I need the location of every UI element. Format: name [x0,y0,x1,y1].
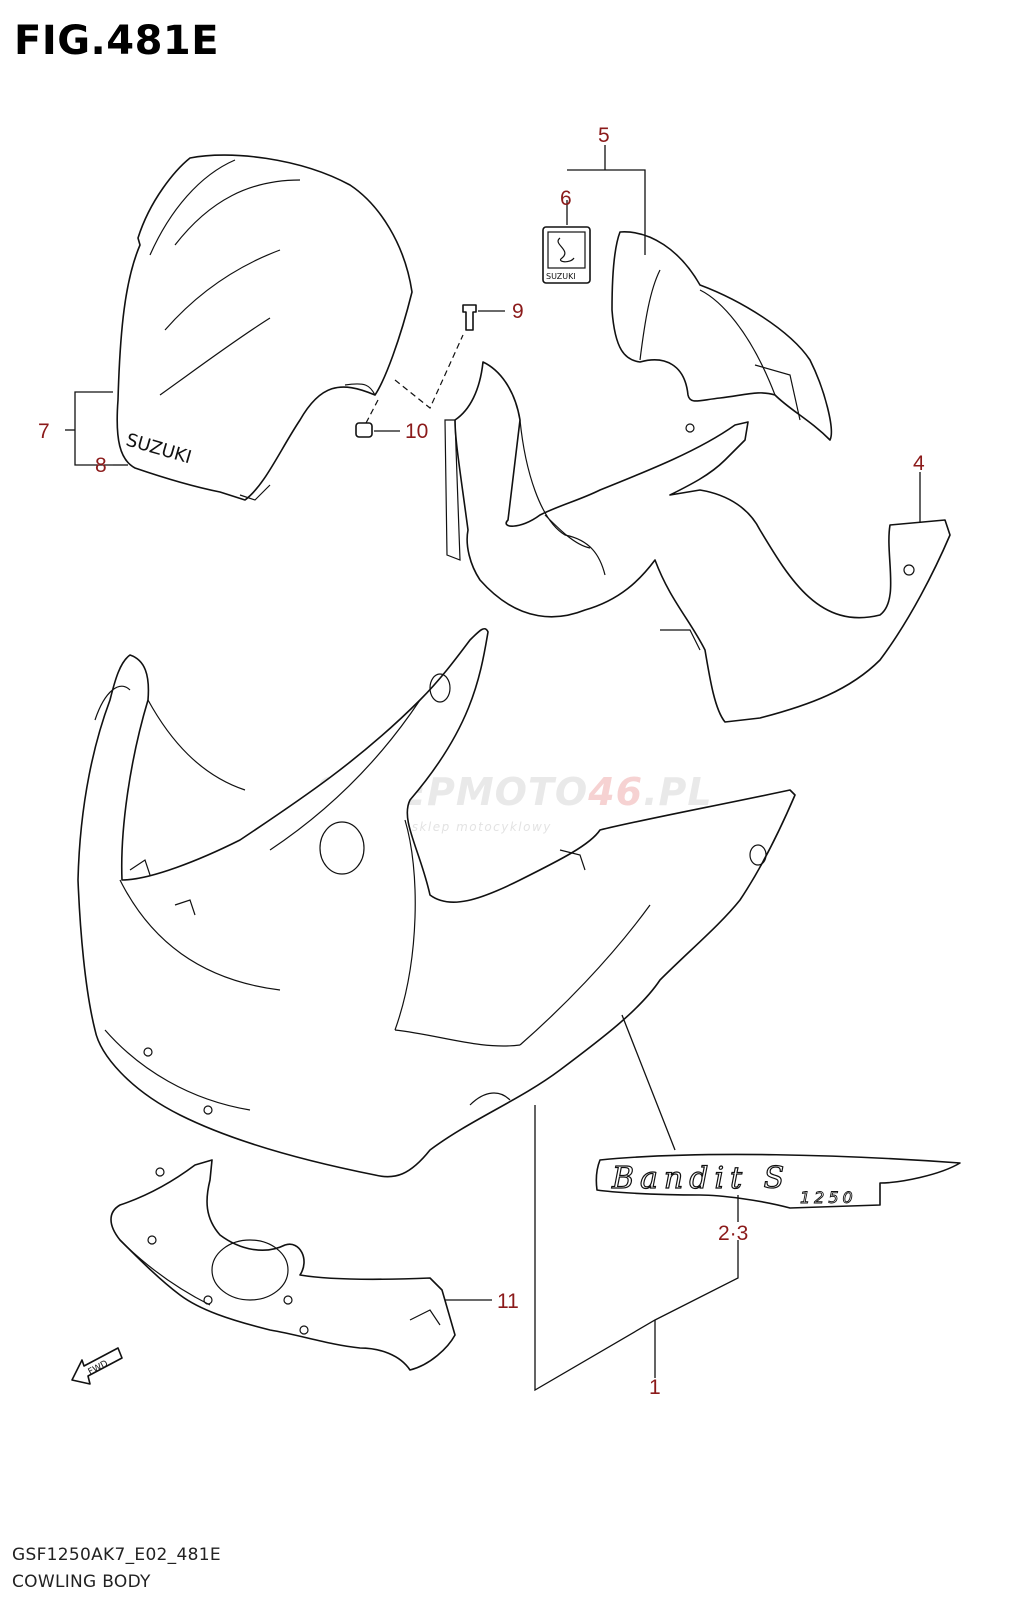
part-labels: 5 6 9 7 10 8 4 2·3 11 1 [38,124,925,1399]
lower-bracket-11 [110,1159,456,1371]
badge-6: SUZUKI [542,226,591,284]
emblem-script: Bandit S [611,1161,790,1196]
cowling-body-1 [77,628,796,1178]
model-code: GSF1250AK7_E02_481E [12,1545,221,1565]
leader-lines [65,145,921,1392]
windscreen-part: SUZUKI [116,154,413,501]
emblem-number: 1250 [800,1188,857,1207]
part-label-11: 11 [497,1290,519,1313]
fwd-text: FWD [87,1359,110,1378]
inner-panel-4 [444,361,951,723]
figure-title: FIG.481E [14,18,220,64]
part-label-8: 8 [95,454,107,477]
part-label-9: 9 [512,300,524,323]
part-label-6: 6 [560,187,572,210]
badge-text: SUZUKI [546,272,576,281]
fwd-arrow: FWD [71,1347,123,1385]
part-label-10: 10 [405,420,428,443]
inner-panel-5 [611,231,833,441]
part-label-7: 7 [38,420,50,443]
nut-10 [355,422,400,438]
bandit-emblem: Bandit S 1250 [595,1153,961,1209]
part-label-2-3: 2·3 [718,1222,748,1245]
part-label-1: 1 [649,1376,661,1399]
part-label-4: 4 [913,452,925,475]
screw-9 [462,304,505,331]
section-name: COWLING BODY [12,1572,151,1592]
part-label-5: 5 [598,124,610,147]
